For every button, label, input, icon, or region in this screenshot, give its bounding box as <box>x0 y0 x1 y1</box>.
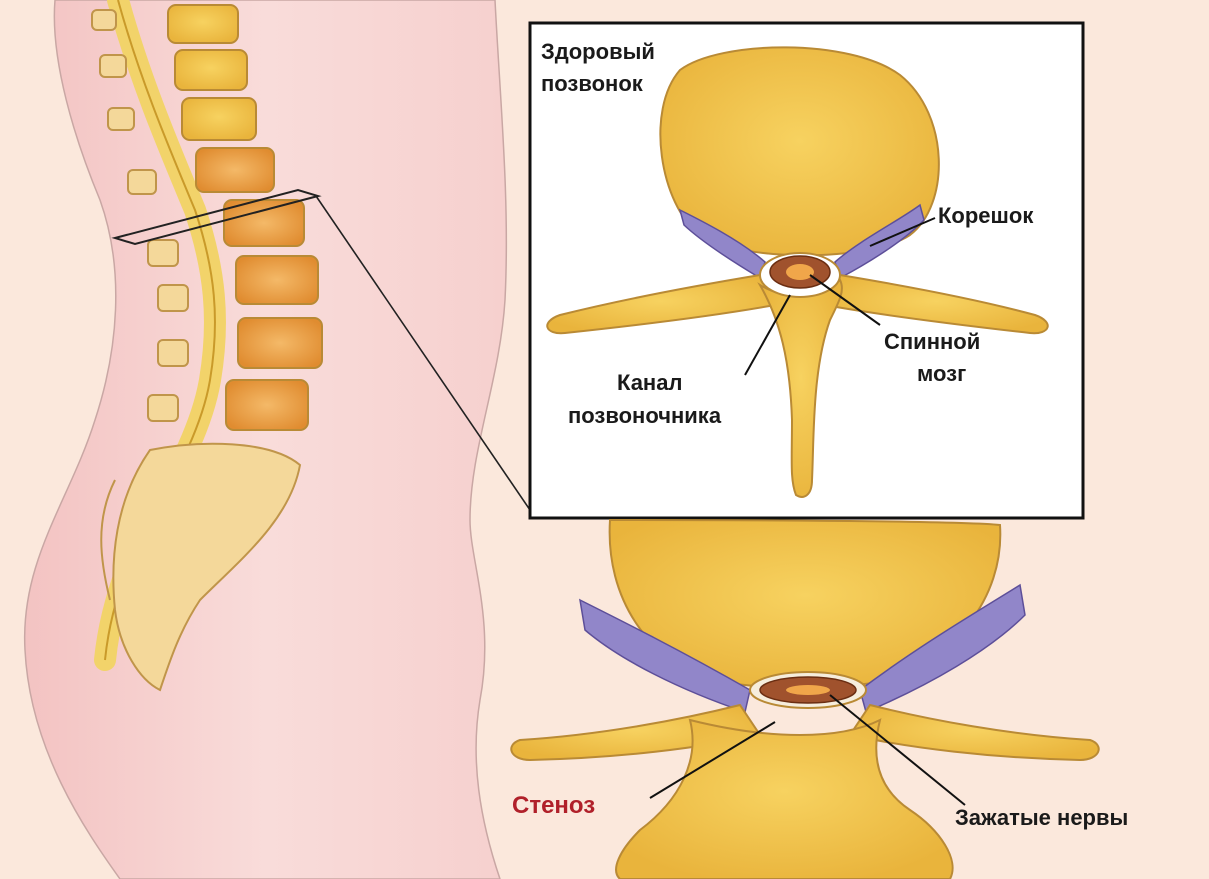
vertebra <box>182 98 256 140</box>
vertebra <box>196 148 274 192</box>
vertebra <box>236 256 318 304</box>
torso-silhouette <box>25 0 507 879</box>
label-cord-line2: мозг <box>917 361 966 386</box>
spinous-process <box>92 10 116 30</box>
label-healthy-line1: Здоровый <box>541 39 655 64</box>
spinous-process <box>128 170 156 194</box>
label-canal-line2: позвоночника <box>568 403 722 428</box>
vertebra <box>175 50 247 90</box>
spinous-process <box>100 55 126 77</box>
stenosis-vertebra: Стеноз Зажатые нервы <box>511 520 1128 879</box>
label-cord-line1: Спинной <box>884 329 980 354</box>
label-canal-line1: Канал <box>617 370 682 395</box>
spinous-process <box>148 395 178 421</box>
vertebra <box>238 318 322 368</box>
label-nerves: Зажатые нервы <box>955 805 1128 830</box>
label-stenosis: Стеноз <box>512 792 595 819</box>
spinous-process <box>158 340 188 366</box>
spinous-process <box>158 285 188 311</box>
compressed-cord-core <box>786 685 830 695</box>
spinal-cord-core <box>786 264 814 280</box>
vertebra <box>226 380 308 430</box>
stenosis-transverse-right <box>850 705 1099 760</box>
healthy-vertebra-panel: Здоровый позвонок Корешок Спинной мозг К… <box>530 23 1083 518</box>
vertebra <box>168 5 238 43</box>
label-healthy-line2: позвонок <box>541 71 644 96</box>
label-root: Корешок <box>938 203 1034 228</box>
spinous-process <box>108 108 134 130</box>
spinous-process <box>148 240 178 266</box>
body-shape <box>25 0 507 879</box>
